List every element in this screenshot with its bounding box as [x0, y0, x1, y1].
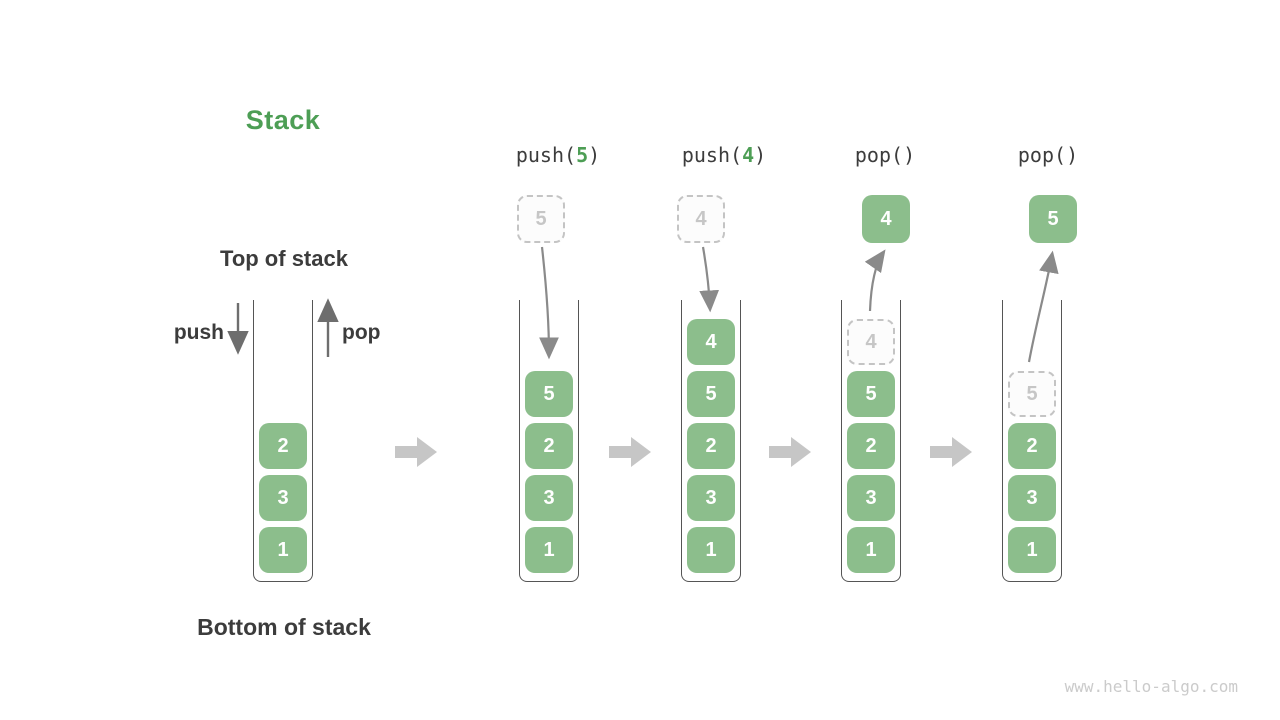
- stack-container-pop-4: 4 5 2 3 1: [841, 300, 901, 582]
- stack-cell-popped: 5: [1008, 371, 1056, 417]
- floating-element-popped-4: 4: [862, 195, 910, 243]
- stack-cell: 1: [847, 527, 895, 573]
- stack-container-initial: 2 3 1: [253, 300, 313, 582]
- stack-cell: 2: [525, 423, 573, 469]
- floating-element-popped-5: 5: [1029, 195, 1077, 243]
- transition-arrow-icon: [395, 437, 437, 467]
- op-post: ): [588, 143, 601, 167]
- stack-cell: 4: [687, 319, 735, 365]
- stack-cell: 5: [687, 371, 735, 417]
- floating-element-push-5: 5: [517, 195, 565, 243]
- transition-arrow-icon: [769, 437, 811, 467]
- stack-cell: 3: [259, 475, 307, 521]
- stack-container-push-4: 4 5 2 3 1: [681, 300, 741, 582]
- op-post: ): [754, 143, 767, 167]
- stack-cell: 3: [847, 475, 895, 521]
- diagram-title: Stack: [245, 105, 321, 135]
- op-pre: pop(: [854, 143, 904, 167]
- transition-arrow-icon: [930, 437, 972, 467]
- stack-cell: 2: [847, 423, 895, 469]
- stack-cell-popped: 4: [847, 319, 895, 365]
- stack-cell: 2: [259, 423, 307, 469]
- op-pre: push(: [681, 143, 743, 167]
- op-pre: push(: [515, 143, 577, 167]
- op-post: ): [1066, 143, 1079, 167]
- top-of-stack-label: Top of stack: [220, 246, 348, 271]
- op-post: ): [903, 143, 916, 167]
- op-label-push-4: push(4): [654, 143, 794, 167]
- floating-element-push-4: 4: [677, 195, 725, 243]
- stack-cell: 1: [259, 527, 307, 573]
- stack-cell: 1: [1008, 527, 1056, 573]
- push-4-flow-arrow-icon: [699, 246, 720, 313]
- stack-cell: 5: [847, 371, 895, 417]
- stack-container-push-5: 5 2 3 1: [519, 300, 579, 582]
- op-arg: 4: [742, 143, 755, 167]
- stack-cell: 3: [687, 475, 735, 521]
- pop-label: pop: [342, 321, 381, 344]
- op-pre: pop(: [1017, 143, 1067, 167]
- op-arg: 5: [576, 143, 589, 167]
- stack-cell: 2: [687, 423, 735, 469]
- op-label-pop-1: pop(): [815, 143, 955, 167]
- push-label: push: [173, 321, 224, 344]
- transition-arrow-icon: [609, 437, 651, 467]
- stack-cell: 1: [687, 527, 735, 573]
- stack-container-pop-5: 5 2 3 1: [1002, 300, 1062, 582]
- stack-cell: 5: [525, 371, 573, 417]
- stack-cell: 1: [525, 527, 573, 573]
- bottom-of-stack-label: Bottom of stack: [197, 614, 371, 640]
- site-watermark: www.hello-algo.com: [1064, 677, 1238, 696]
- stack-cell: 3: [525, 475, 573, 521]
- op-label-push-5: push(5): [488, 143, 628, 167]
- op-label-pop-2: pop(): [978, 143, 1118, 167]
- stack-cell: 2: [1008, 423, 1056, 469]
- stack-cell: 3: [1008, 475, 1056, 521]
